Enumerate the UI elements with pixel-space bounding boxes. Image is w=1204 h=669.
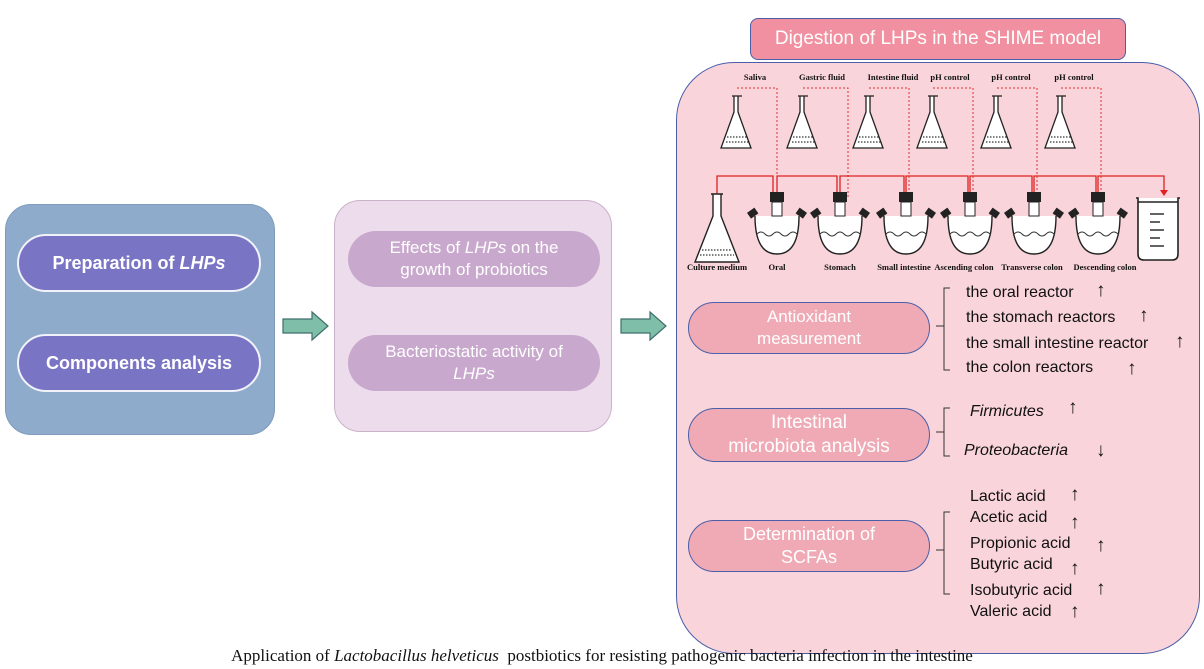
bacterio-line2: LHPs [453,363,495,385]
bacterio-line1: Bacteriostatic activity of [385,342,563,361]
vessel-label-ascending: Ascending colon [934,262,994,272]
flask-ph3-icon [1044,95,1076,149]
vessel-label-small-intestine: Small intestine [877,262,931,272]
intestinal-microbiota-pill: Intestinal microbiota analysis [688,408,930,462]
flow-arrow-2 [620,310,667,342]
antioxidant-result-2: the small intestine reactor [966,335,1149,352]
scfa-result-isobutyric: Isobutyric acid [970,582,1073,599]
antioxidant-result-3: the colon reactors [966,359,1094,376]
input-label-saliva: Saliva [744,72,767,82]
microbiota-trend-0: ↑ [1068,397,1078,418]
scfa-trend-4: ↑ [1096,578,1106,599]
microbiota-result-firmicutes: Firmicutes [970,403,1044,420]
figure-caption: Application of Lactobacillus helveticus … [0,646,1204,666]
shime-title: Digestion of LHPs in the SHIME model [750,18,1126,60]
effects-post: on the [506,238,559,257]
input-label-ph-3: pH control [1054,72,1094,82]
shime-title-text: Digestion of LHPs in the SHIME model [774,28,1102,49]
flask-ph2-icon [980,95,1012,149]
flow-arrow-1 [282,310,329,342]
scfa-trend-2: ↑ [1096,535,1106,556]
microbiota-trend-1: ↓ [1096,440,1106,461]
vessel-label-oral: Oral [769,262,787,272]
flask-intestine-icon [852,95,884,149]
scfa-bracket [936,511,950,595]
vessel-label-descending: Descending colon [1073,262,1136,272]
components-analysis-pill: Components analysis [17,334,261,392]
scfa-trend-3: ↑ [1070,558,1080,579]
effects-line2: growth of probiotics [400,260,548,279]
antioxidant-measurement-pill: Antioxidant measurement [688,302,930,354]
antioxidant-result-1: the stomach reactors [966,309,1116,326]
input-label-ph-2: pH control [991,72,1031,82]
components-analysis-label: Components analysis [45,352,233,373]
preparation-label: Preparation of [52,252,180,273]
vessel-label-culture: Culture medium [687,262,747,272]
input-label-gastric: Gastric fluid [799,72,845,82]
input-label-intestine: Intestine fluid [868,72,919,82]
preparation-of-lhps-pill: Preparation of LHPs [17,234,261,292]
bacterio-lhps-italic: LHPs [453,364,495,383]
culture-medium-flask-icon [693,193,741,263]
preparation-lhps-italic: LHPs [179,252,226,273]
effects-on-probiotics-pill: Effects of LHPs on the growth of probiot… [348,231,600,287]
antioxidant-line1: Antioxidant [766,307,852,326]
antioxidant-trend-1: ↑ [1139,305,1149,326]
antioxidant-trend-3: ↑ [1127,358,1137,379]
input-label-ph-1: pH control [930,72,970,82]
antioxidant-line2: measurement [757,329,861,348]
effects-lhps-italic: LHPs [464,238,507,257]
scfa-result-valeric: Valeric acid [970,603,1052,620]
scfa-trend-0: ↑ [1070,484,1080,505]
microbiota-bracket [936,407,950,457]
scfa-line1: Determination of [742,524,876,544]
microbiota-line1: Intestinal [770,412,848,433]
antioxidant-trend-2: ↑ [1175,331,1185,352]
antioxidant-bracket [936,287,950,371]
scfa-result-lactic: Lactic acid [970,488,1046,505]
scfa-trend-1: ↑ [1070,512,1080,533]
scfa-result-propionic: Propionic acid [970,535,1071,552]
beaker-icon [1136,197,1180,261]
reactor-vessels [747,192,1128,255]
vessel-label-stomach: Stomach [824,262,856,272]
antioxidant-result-0: the oral reactor [966,284,1074,301]
shime-apparatus-diagram: Saliva Gastric fluid Intestine fluid pH … [687,72,1180,272]
antioxidant-trend-0: ↑ [1096,280,1106,301]
effects-line1: Effects of LHPs on the [390,237,559,259]
microbiota-result-proteobacteria: Proteobacteria [964,442,1069,459]
caption-species: Lactobacillus helveticus [334,646,499,665]
scfa-result-acetic: Acetic acid [970,509,1048,526]
scfa-trend-5: ↑ [1070,601,1080,622]
microbiota-line2: microbiota analysis [728,436,890,457]
caption-pre: Application of [231,646,335,665]
caption-post: postbiotics for resisting pathogenic bac… [498,646,973,665]
vessel-label-transverse: Transverse colon [1001,262,1063,272]
effects-pre: Effects of [389,238,465,257]
flask-ph1-icon [916,95,948,149]
scfa-result-butyric: Butyric acid [970,556,1053,573]
flask-saliva-icon [720,95,752,149]
determination-scfas-pill: Determination of SCFAs [688,520,930,572]
bacteriostatic-activity-pill: Bacteriostatic activity of LHPs [348,335,600,391]
scfa-line2: SCFAs [780,547,837,567]
flask-gastric-icon [786,95,818,149]
